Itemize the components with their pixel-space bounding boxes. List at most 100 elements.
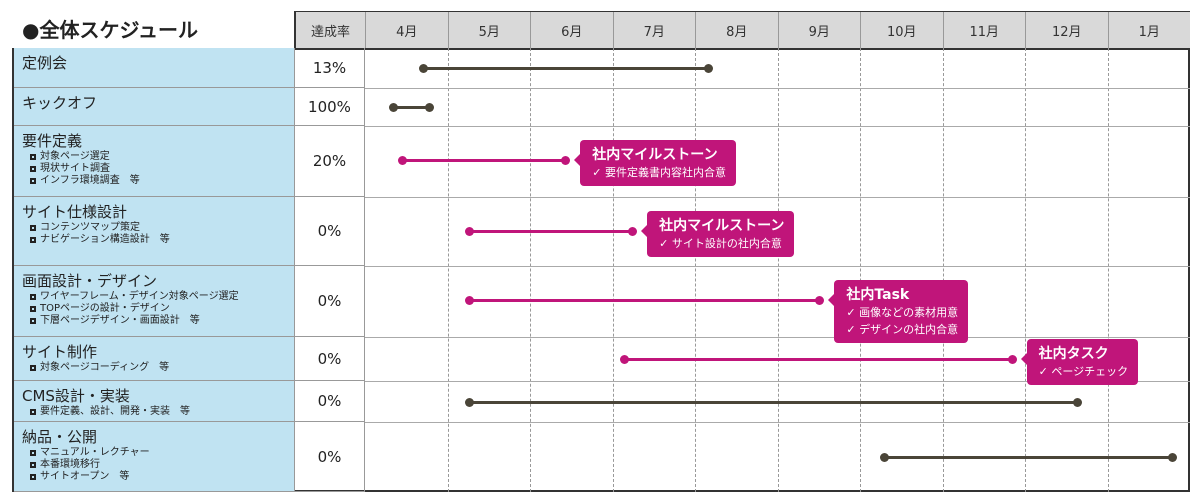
subtask-item: 対象ページコーディング 等 [22, 362, 294, 374]
achievement-rate: 0% [294, 266, 365, 337]
task-label: 要件定義対象ページ選定現状サイト調査インフラ環境調査 等 [14, 126, 294, 197]
task-name: 納品・公開 [22, 428, 98, 446]
month-header: 6月 [530, 12, 613, 48]
schedule-bar [620, 355, 1017, 364]
end-point [704, 64, 714, 73]
task-label: 定例会 [14, 48, 294, 88]
row-divider [365, 88, 1190, 89]
month-header: 9月 [777, 12, 860, 48]
row-divider [365, 381, 1190, 382]
month-gridline [1107, 48, 1109, 492]
month-header: 11月 [942, 12, 1025, 48]
row-divider [365, 266, 1190, 267]
schedule-bar [418, 64, 714, 73]
callout-title: 社内Task [846, 287, 910, 303]
task-name: キックオフ [22, 94, 98, 112]
subtask-item: コンテンツマップ策定 [22, 222, 294, 234]
subtask-item: 下層ページデザイン・画面設計 等 [22, 315, 294, 327]
start-point [464, 227, 474, 236]
start-point [464, 296, 474, 305]
start-point [879, 453, 889, 462]
row-divider [365, 337, 1190, 338]
row-divider [365, 422, 1190, 423]
subtask-item: ワイヤーフレーム・デザイン対象ページ選定 [22, 291, 294, 303]
schedule-bar [464, 296, 825, 305]
milestone-callout: 社内Task画像などの素材用意デザインの社内合意 [828, 280, 969, 343]
subtask-item: 本番環境移行 [22, 459, 294, 471]
end-point [1007, 355, 1017, 364]
callout-item: ページチェック [1039, 363, 1128, 380]
month-gridline [1025, 48, 1026, 492]
start-point [620, 355, 630, 364]
subtask-item: インフラ環境調査 等 [22, 175, 294, 187]
callout-item: 要件定義書内容社内合意 [592, 164, 726, 181]
schedule-bar [389, 103, 435, 112]
month-gridline [860, 48, 861, 492]
callout-title: 社内マイルストーン [592, 147, 718, 163]
start-point [418, 64, 428, 73]
end-point [628, 227, 638, 236]
achievement-rate: 0% [294, 197, 365, 266]
task-name: サイト仕様設計 [22, 203, 128, 221]
callout-item: サイト設計の社内合意 [659, 235, 784, 252]
month-header: 8月 [695, 12, 778, 48]
subtask-item: 対象ページ選定 [22, 151, 294, 163]
end-point [561, 156, 571, 165]
subtask-item: 要件定義、設計、開発・実装 等 [22, 406, 294, 418]
task-label: キックオフ [14, 88, 294, 126]
task-label: 納品・公開マニュアル・レクチャー本番環境移行サイトオープン 等 [14, 422, 294, 492]
task-label: CMS設計・実装要件定義、設計、開発・実装 等 [14, 381, 294, 422]
month-gridline [447, 48, 449, 492]
task-label: サイト仕様設計コンテンツマップ策定ナビゲーション構造設計 等 [14, 197, 294, 266]
schedule-bar [879, 453, 1178, 462]
subtask-item: TOPページの設計・デザイン [22, 303, 294, 315]
month-gridline [612, 48, 614, 492]
start-point [398, 156, 408, 165]
subtask-item: 現状サイト調査 [22, 163, 294, 175]
achievement-rate: 13% [294, 48, 365, 88]
task-name: CMS設計・実装 [22, 387, 130, 405]
month-gridline [530, 48, 531, 492]
month-header: 10月 [860, 12, 943, 48]
task-name: 要件定義 [22, 132, 83, 150]
milestone-callout: 社内タスクページチェック [1020, 339, 1139, 385]
achievement-rate: 0% [294, 381, 365, 422]
end-point [1168, 453, 1178, 462]
task-name: サイト制作 [22, 343, 98, 361]
callout-title: 社内マイルストーン [659, 218, 785, 234]
subtask-item: マニュアル・レクチャー [22, 447, 294, 459]
achievement-rate: 20% [294, 126, 365, 197]
milestone-callout: 社内マイルストーンサイト設計の社内合意 [641, 211, 795, 257]
end-point [425, 103, 435, 112]
month-header: 7月 [612, 12, 695, 48]
row-divider [365, 126, 1190, 127]
rate-header: 達成率 [296, 12, 365, 48]
achievement-rate: 100% [294, 88, 365, 126]
row-divider [365, 197, 1190, 198]
start-point [464, 397, 474, 407]
achievement-rate: 0% [294, 422, 365, 492]
achievement-rate: 0% [294, 337, 365, 381]
table-frame [12, 48, 1190, 492]
task-name: 定例会 [22, 54, 68, 72]
callout-item: デザインの社内合意 [846, 321, 958, 338]
month-header: 1月 [1107, 12, 1190, 48]
page-title: ●全体スケジュール [22, 18, 199, 42]
task-label: サイト制作対象ページコーディング 等 [14, 337, 294, 381]
start-point [389, 103, 399, 112]
callout-item: 画像などの素材用意 [846, 304, 958, 321]
month-gridline [942, 48, 944, 492]
end-point [815, 296, 825, 305]
subtask-item: サイトオープン 等 [22, 471, 294, 483]
schedule-bar [398, 156, 571, 165]
subtask-item: ナビゲーション構造設計 等 [22, 234, 294, 246]
milestone-callout: 社内マイルストーン要件定義書内容社内合意 [574, 140, 737, 186]
month-header: 4月 [365, 12, 448, 48]
schedule-bar [464, 227, 638, 236]
callout-title: 社内タスク [1038, 346, 1109, 362]
task-name: 画面設計・デザイン [22, 272, 158, 290]
month-gridline [695, 48, 696, 492]
end-point [1072, 397, 1082, 407]
month-header: 12月 [1025, 12, 1108, 48]
